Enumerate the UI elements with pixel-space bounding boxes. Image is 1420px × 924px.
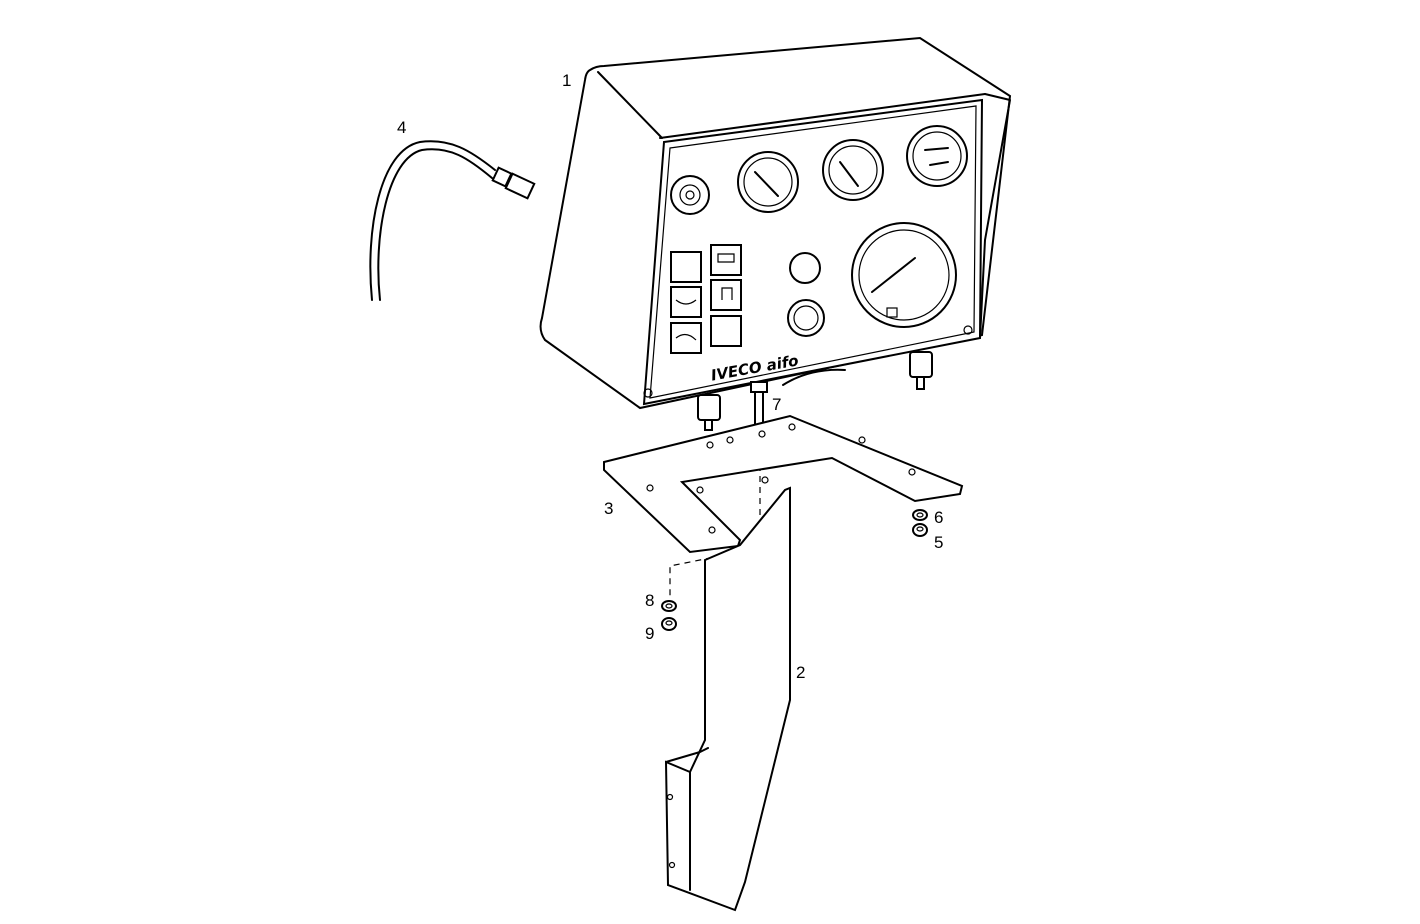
push-button bbox=[787, 299, 825, 337]
callout-6: 6 bbox=[934, 508, 944, 527]
gauge-oil-pressure bbox=[822, 139, 884, 201]
callout-4: 4 bbox=[397, 118, 407, 137]
callout-7: 7 bbox=[772, 395, 782, 414]
instrument-panel-housing: IVECO aifo bbox=[539, 36, 1012, 431]
support-arm bbox=[664, 486, 791, 912]
ignition-switch bbox=[670, 175, 710, 215]
callout-1: 1 bbox=[562, 71, 572, 90]
mounting-foot bbox=[697, 394, 721, 421]
mounting-bracket bbox=[603, 414, 964, 554]
callout-5: 5 bbox=[934, 533, 944, 552]
cable-harness bbox=[369, 140, 536, 301]
washers-nuts bbox=[661, 509, 928, 631]
gauge-temperature bbox=[737, 151, 799, 213]
indicator-knob bbox=[789, 252, 821, 284]
callout-9: 9 bbox=[645, 624, 655, 643]
gauge-tachometer bbox=[851, 222, 957, 328]
callout-3: 3 bbox=[604, 499, 614, 518]
bolt bbox=[750, 381, 768, 429]
mounting-foot bbox=[909, 351, 933, 378]
gauge-fuel bbox=[906, 125, 968, 187]
callout-2: 2 bbox=[796, 663, 806, 682]
callout-8: 8 bbox=[645, 591, 655, 610]
warning-lights bbox=[670, 244, 742, 354]
